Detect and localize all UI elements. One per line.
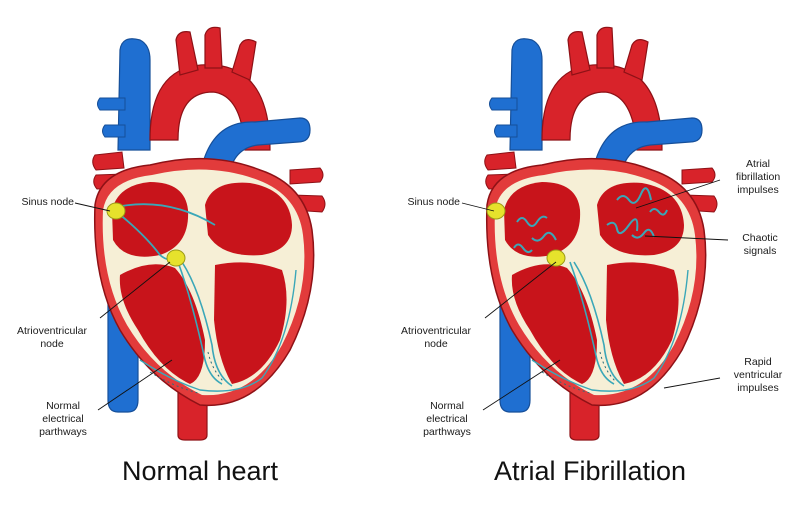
label-pathways-line3: parthways bbox=[39, 426, 87, 438]
label-pathways-line2: electrical bbox=[42, 413, 84, 425]
normal-heart-illustration bbox=[91, 26, 326, 441]
label-afib-impulses-line3: impulses bbox=[737, 184, 779, 196]
label-afib-impulses-line2: fibrillation bbox=[735, 171, 781, 183]
afib-label-av-node: Atrioventricular node bbox=[386, 325, 486, 351]
label-chaotic-line1: Chaotic bbox=[742, 232, 778, 244]
label-sinus-node: Sinus node bbox=[21, 196, 74, 208]
afib-label-sinus-node: Sinus node bbox=[407, 196, 460, 208]
label-rapid-line1: Rapid bbox=[744, 356, 772, 368]
afib-heart-illustration bbox=[483, 26, 718, 441]
label-afib-impulses-line1: Atrial bbox=[746, 158, 770, 170]
afib-label-pathways-line3: parthways bbox=[423, 426, 471, 438]
av-node-marker bbox=[166, 249, 186, 267]
label-afib-impulses: Atrial fibrillation impulses bbox=[722, 158, 794, 197]
afib-label-pathways: Normal electrical parthways bbox=[412, 400, 482, 439]
label-chaotic-signals: Chaotic signals bbox=[730, 232, 790, 258]
label-av-node: Atrioventricular node bbox=[2, 325, 102, 351]
afib-sinus-node-marker bbox=[486, 202, 506, 220]
label-rapid-impulses: Rapid ventricular impulses bbox=[722, 356, 794, 395]
label-chaotic-line2: signals bbox=[743, 245, 777, 257]
caption-atrial-fibrillation: Atrial Fibrillation bbox=[493, 456, 687, 486]
sinus-node-marker bbox=[106, 202, 126, 220]
caption-normal-heart: Normal heart bbox=[121, 456, 279, 486]
label-av-node-line1: Atrioventricular bbox=[16, 325, 88, 337]
afib-label-av-node-line2: node bbox=[424, 338, 448, 350]
label-rapid-line3: impulses bbox=[737, 382, 779, 394]
label-pathways: Normal electrical parthways bbox=[28, 400, 98, 439]
afib-label-pathways-line2: electrical bbox=[426, 413, 468, 425]
afib-av-node-marker bbox=[546, 249, 566, 267]
afib-label-pathways-line1: Normal bbox=[430, 400, 464, 412]
label-pathways-line1: Normal bbox=[46, 400, 80, 412]
afib-label-av-node-line1: Atrioventricular bbox=[400, 325, 472, 337]
label-rapid-line2: ventricular bbox=[733, 369, 783, 381]
label-av-node-line2: node bbox=[40, 338, 64, 350]
